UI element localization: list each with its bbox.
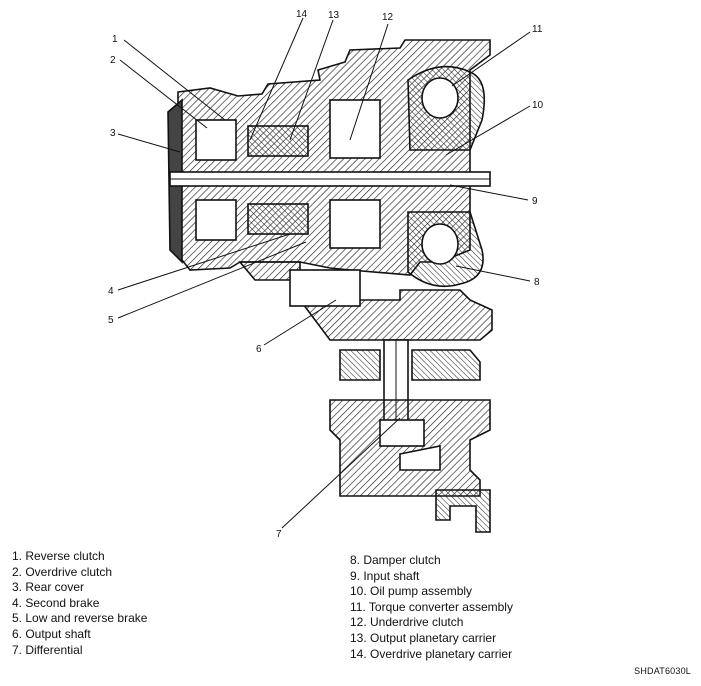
legend-left: 1. Reverse clutch 2. Overdrive clutch 3.… [12,549,147,658]
legend-item: 2. Overdrive clutch [12,564,113,579]
legend-item: 11. Torque converter assembly [350,599,513,614]
transaxle-cutaway-diagram: 1 2 3 4 5 6 7 8 9 10 11 12 13 14 [108,9,544,540]
callout-12: 12 [382,12,394,23]
legend-item: 13. Output planetary carrier [350,630,497,645]
callout-4: 4 [108,286,114,297]
legend-item: 4. Second brake [12,595,100,610]
callout-6: 6 [256,344,262,355]
callout-labels: 1 2 3 4 5 6 7 8 9 10 11 12 13 14 [108,9,544,540]
callout-10: 10 [532,100,544,111]
callout-2: 2 [110,55,116,66]
transaxle-housing [167,39,493,533]
leader-lines [117,17,531,529]
callout-5: 5 [108,315,114,326]
legend-item: 8. Damper clutch [350,553,441,567]
legend-item: 9. Input shaft [350,568,420,583]
callout-9: 9 [532,196,538,207]
callout-7: 7 [276,529,282,540]
callout-1: 1 [112,34,118,45]
callout-3: 3 [110,128,116,139]
legend-item: 6. Output shaft [12,626,91,641]
callout-13: 13 [328,10,340,21]
legend-item: 7. Differential [12,642,83,657]
callout-11: 11 [532,24,543,35]
callout-8: 8 [534,277,540,288]
legend-item: 10. Oil pump assembly [350,584,473,599]
legend-right: 8. Damper clutch 9. Input shaft 10. Oil … [350,553,513,662]
legend-item: 1. Reverse clutch [12,549,105,563]
legend-item: 5. Low and reverse brake [12,611,148,626]
figure-code: SHDAT6030L [634,666,691,676]
legend-item: 14. Overdrive planetary carrier [350,646,513,661]
legend-item: 3. Rear cover [12,580,85,595]
callout-14: 14 [296,9,308,20]
legend-item: 12. Underdrive clutch [350,615,464,630]
